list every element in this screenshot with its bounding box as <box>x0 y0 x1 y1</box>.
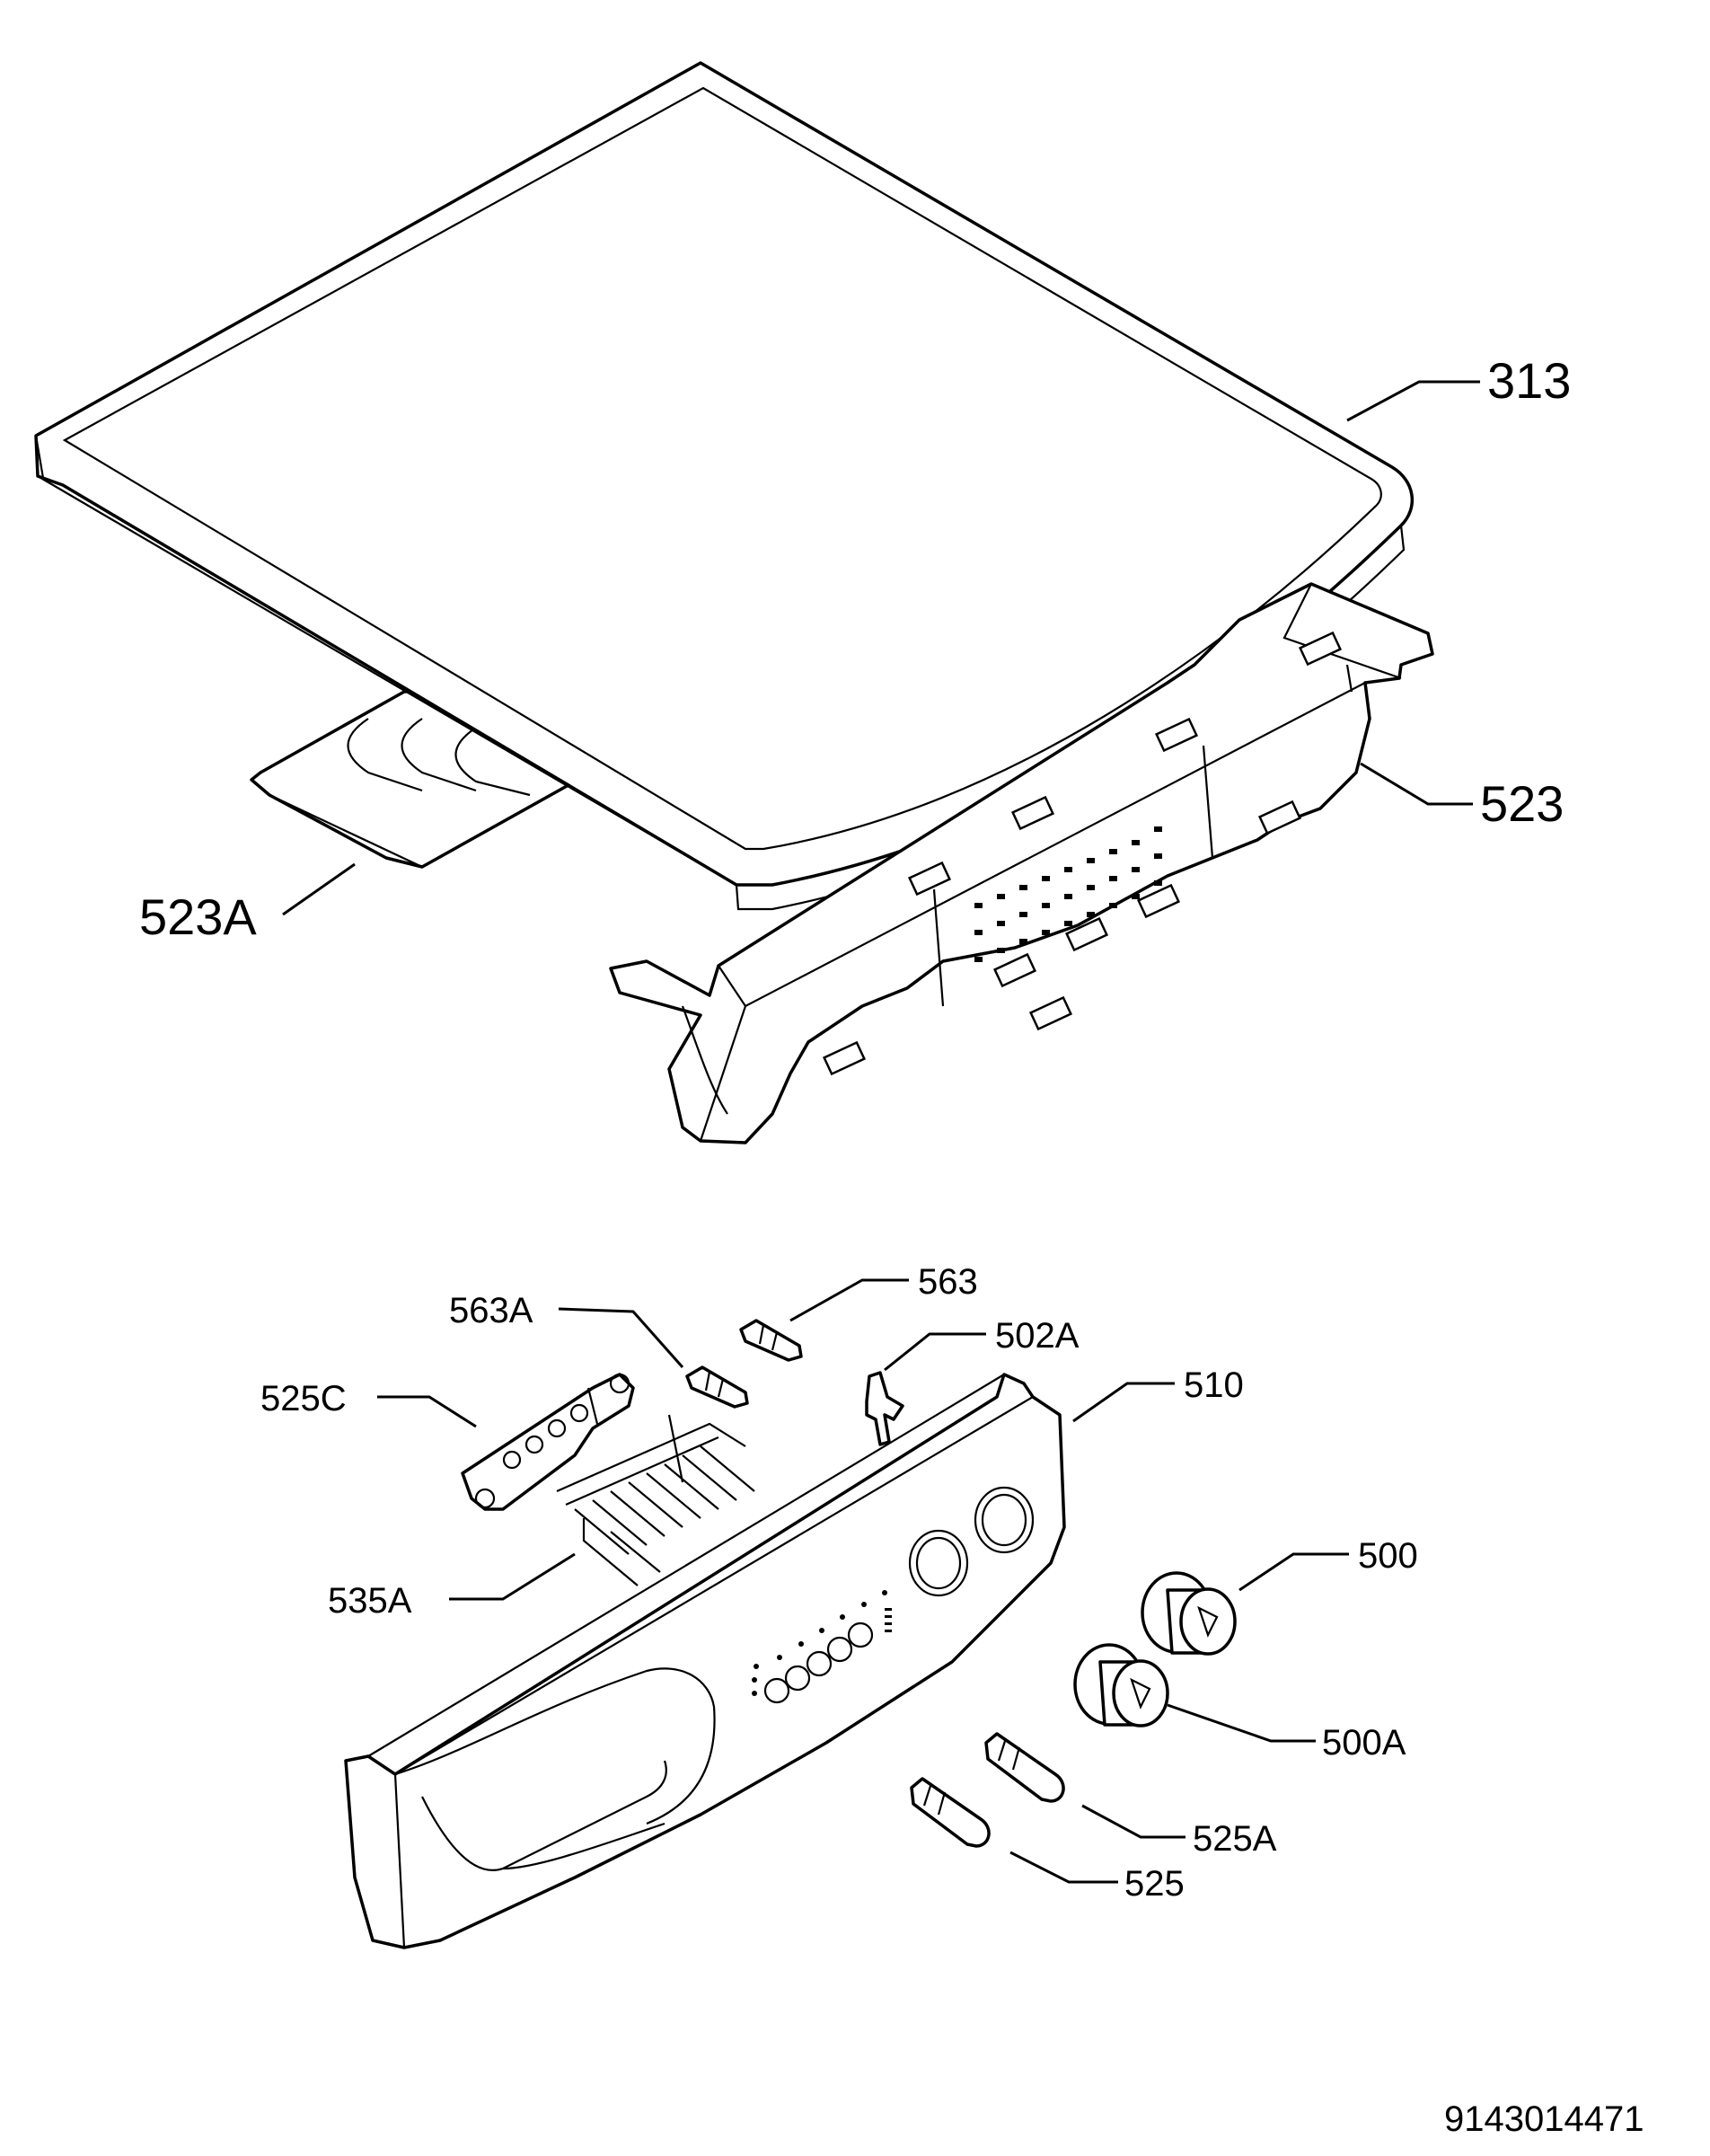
label-502a: 502A <box>995 1316 1080 1356</box>
control-panel-fascia-part <box>344 1373 1066 1949</box>
knob-part-a <box>1073 1643 1169 1727</box>
leader-lines <box>282 380 1480 1884</box>
label-525a: 525A <box>1193 1819 1277 1859</box>
label-563a: 563A <box>449 1291 533 1330</box>
switch-holder-part <box>461 1373 635 1511</box>
label-523: 523 <box>1480 775 1564 832</box>
label-500: 500 <box>1358 1536 1418 1576</box>
label-500a: 500A <box>1322 1723 1406 1763</box>
pushbutton-part <box>910 1777 991 1848</box>
label-525: 525 <box>1124 1864 1185 1904</box>
label-525c: 525C <box>260 1379 347 1418</box>
pushrod-set-part <box>556 1414 755 1586</box>
knob-part <box>1141 1571 1237 1656</box>
panel-bracket-part <box>609 582 1434 1144</box>
label-523a: 523A <box>139 888 257 945</box>
light-guide-part <box>865 1371 904 1446</box>
label-510: 510 <box>1184 1365 1244 1405</box>
document-number: 9143014471 <box>1444 2099 1644 2139</box>
label-535a: 535A <box>328 1581 412 1621</box>
label-313: 313 <box>1487 352 1571 409</box>
pin-part <box>739 1319 803 1362</box>
pushbutton-part-a <box>984 1732 1065 1803</box>
pin-part-a <box>685 1365 749 1409</box>
perforation-grid <box>974 826 1162 962</box>
label-563: 563 <box>918 1262 978 1302</box>
